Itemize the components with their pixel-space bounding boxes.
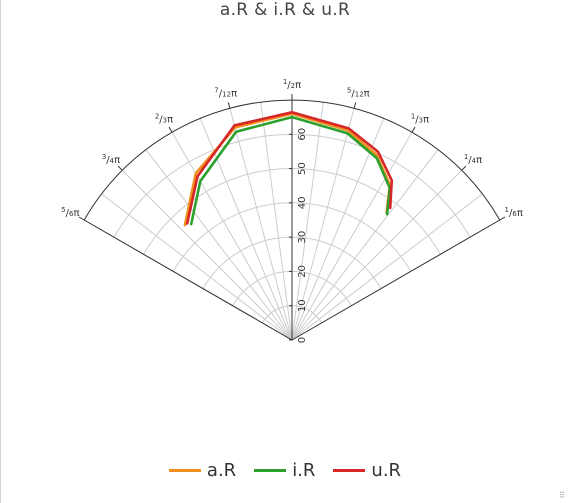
angle-tick-label: 1/4π [464, 153, 482, 166]
angle-tick [227, 102, 231, 109]
radial-gridline [291, 131, 413, 341]
radial-tick-label: 10 [297, 299, 308, 312]
legend-item[interactable]: u.R [333, 460, 401, 481]
radial-tick-label: 20 [297, 265, 308, 278]
radial-gridline [291, 102, 324, 341]
legend-item[interactable]: i.R [254, 460, 315, 481]
radial-tick-label: 40 [297, 196, 308, 209]
legend: a.R i.R u.R [0, 460, 570, 481]
legend-label: a.R [206, 460, 237, 481]
legend-label: u.R [371, 460, 402, 481]
angle-tick [78, 216, 85, 221]
legend-swatch [333, 469, 366, 472]
angle-tick [499, 216, 506, 221]
angle-tick [353, 102, 357, 109]
legend-swatch [168, 469, 201, 472]
radial-gridline [291, 118, 385, 341]
angle-tick-label: 2/3π [155, 112, 173, 125]
legend-item[interactable]: a.R [168, 460, 237, 481]
angle-tick-label: 5/6π [61, 206, 79, 219]
radial-gridline [145, 149, 293, 341]
legend-label: i.R [292, 460, 316, 481]
angle-tick [168, 126, 173, 133]
angle-tick-label: 3/4π [102, 153, 120, 166]
radial-gridline [121, 169, 293, 341]
radial-gridline [291, 108, 355, 341]
angle-tick [411, 126, 416, 133]
series-line-i-r [189, 115, 392, 226]
radial-tick-label: 50 [297, 162, 308, 175]
radial-tick-label: 0 [297, 337, 308, 343]
radial-gridline [291, 193, 483, 341]
series-line-u-r [185, 111, 394, 225]
chart-title: a.R & i.R & u.R [219, 0, 351, 20]
radial-tick-label: 30 [297, 231, 308, 244]
radial-gridline [229, 108, 293, 341]
angle-tick-label: 7/12π [214, 87, 237, 100]
radial-gridline [199, 118, 293, 341]
angle-tick-label: 5/12π [347, 87, 370, 100]
angle-tick [117, 165, 123, 171]
polar-grid [78, 94, 506, 341]
radial-gridline [291, 169, 463, 341]
series-layer [183, 111, 394, 227]
angle-tick-label: 1/3π [411, 112, 429, 125]
resize-grip-icon[interactable]: ⠿ [559, 491, 565, 500]
radial-tick-label: 60 [297, 128, 308, 141]
angle-tick [461, 165, 467, 171]
radial-gridline [171, 131, 293, 341]
angle-tick-label: 1/6π [505, 206, 523, 219]
axis-labels: 1/6π 1/4π 1/3π 5/12π 1/2π 7/12π 2/3π 3/4π 5/6π 0 1… [61, 78, 523, 343]
legend-swatch [254, 469, 287, 472]
angle-tick-label: 1/2π [283, 78, 301, 91]
series-line-a-r [183, 112, 392, 227]
radial-gridline [291, 149, 439, 341]
radial-gridline [101, 193, 293, 341]
radial-gridline [260, 102, 293, 341]
